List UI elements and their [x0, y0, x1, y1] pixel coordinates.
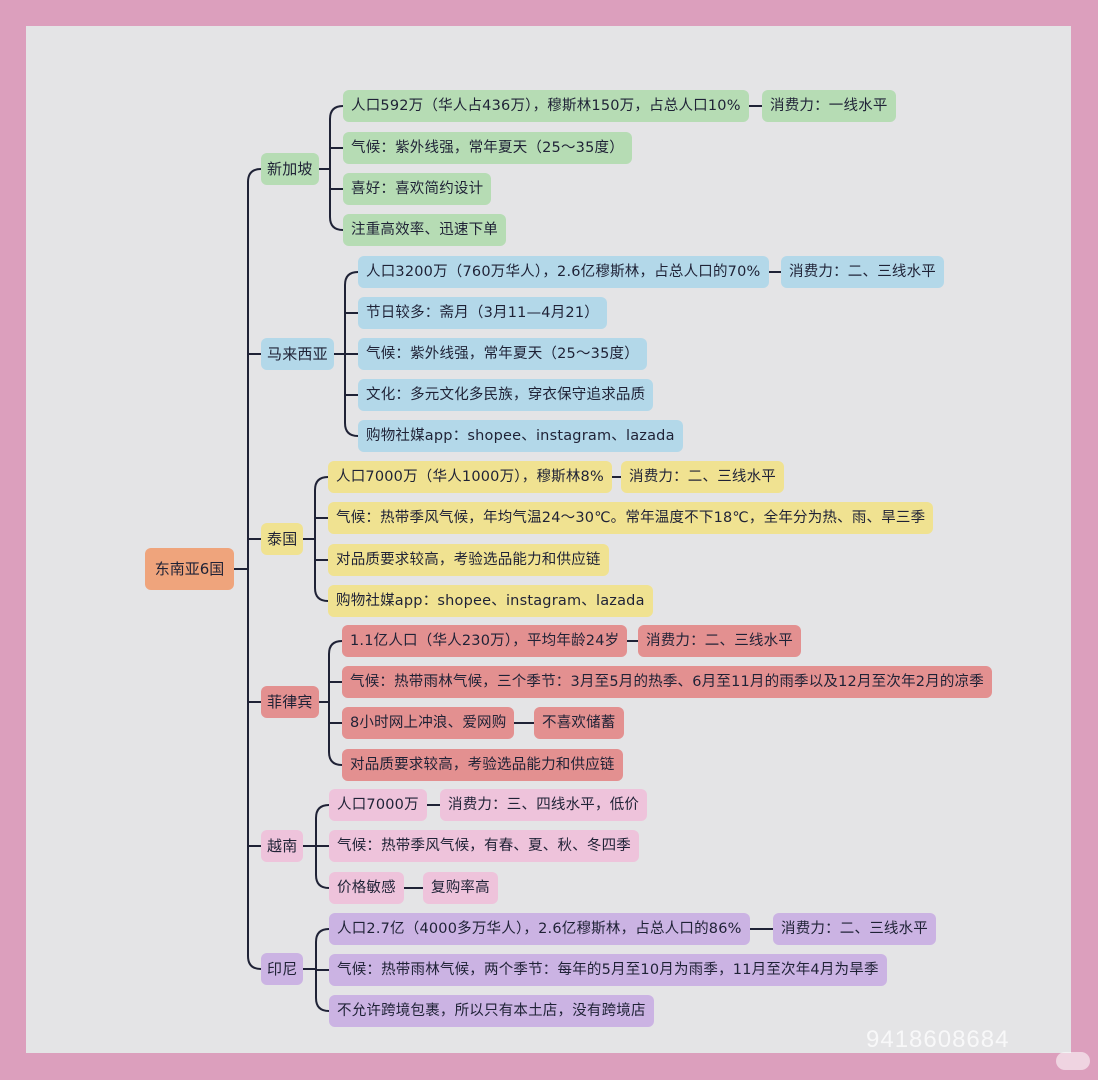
malaysia-apps: 购物社媒app：shopee、instagram、lazada	[358, 420, 683, 452]
thailand-consumption: 消费力：二、三线水平	[621, 461, 784, 493]
singapore-climate: 气候：紫外线强，常年夏天（25～35度）	[343, 132, 632, 164]
singapore-consumption: 消费力：一线水平	[762, 90, 896, 122]
vietnam-repurchase: 复购率高	[423, 872, 498, 904]
watermark-badge	[1056, 1052, 1090, 1070]
thailand-climate: 气候：热带季风气候，年均气温24～30℃。常年温度不下18℃，全年分为热、雨、旱…	[328, 502, 934, 534]
philippines-savings: 不喜欢储蓄	[534, 707, 624, 739]
vietnam-population: 人口7000万	[329, 789, 427, 821]
vietnam-climate: 气候：热带季风气候，有春、夏、秋、冬四季	[329, 830, 639, 862]
malaysia-culture: 文化：多元文化多民族，穿衣保守追求品质	[358, 379, 654, 411]
indonesia-climate: 气候：热带雨林气候，两个季节：每年的5月至10月为雨季，11月至次年4月为旱季	[329, 954, 887, 986]
philippines-quality: 对品质要求较高，考验选品能力和供应链	[342, 749, 623, 781]
watermark-text: 9418608684	[866, 1026, 1010, 1053]
country-philippines: 菲律宾	[261, 686, 319, 718]
indonesia-crossborder: 不允许跨境包裹，所以只有本土店，没有跨境店	[329, 995, 654, 1027]
singapore-population: 人口592万（华人占436万），穆斯林150万，占总人口10%	[343, 90, 749, 122]
philippines-climate: 气候：热带雨林气候，三个季节：3月至5月的热季、6月至11月的雨季以及12月至次…	[342, 666, 992, 698]
indonesia-population: 人口2.7亿（4000多万华人），2.6亿穆斯林，占总人口的86%	[329, 913, 750, 945]
malaysia-population: 人口3200万（760万华人），2.6亿穆斯林，占总人口的70%	[358, 256, 769, 288]
mindmap-canvas	[26, 26, 1071, 1053]
thailand-apps: 购物社媒app：shopee、instagram、lazada	[328, 585, 653, 617]
root-node: 东南亚6国	[145, 548, 234, 590]
philippines-population: 1.1亿人口（华人230万），平均年龄24岁	[342, 625, 628, 657]
country-malaysia: 马来西亚	[261, 338, 334, 370]
singapore-efficiency: 注重高效率、迅速下单	[343, 214, 506, 246]
vietnam-consumption: 消费力：三、四线水平，低价	[440, 789, 648, 821]
country-indonesia: 印尼	[261, 953, 304, 985]
malaysia-climate: 气候：紫外线强，常年夏天（25～35度）	[358, 338, 647, 370]
country-vietnam: 越南	[261, 830, 304, 862]
thailand-quality: 对品质要求较高，考验选品能力和供应链	[328, 544, 609, 576]
malaysia-holidays: 节日较多：斋月（3月11—4月21）	[358, 297, 607, 329]
philippines-consumption: 消费力：二、三线水平	[638, 625, 801, 657]
indonesia-consumption: 消费力：二、三线水平	[773, 913, 936, 945]
country-thailand: 泰国	[261, 523, 304, 555]
country-singapore: 新加坡	[261, 153, 319, 185]
singapore-preference: 喜好：喜欢简约设计	[343, 173, 492, 205]
philippines-online: 8小时网上冲浪、爱网购	[342, 707, 515, 739]
malaysia-consumption: 消费力：二、三线水平	[781, 256, 944, 288]
vietnam-price: 价格敏感	[329, 872, 404, 904]
thailand-population: 人口7000万（华人1000万），穆斯林8%	[328, 461, 612, 493]
